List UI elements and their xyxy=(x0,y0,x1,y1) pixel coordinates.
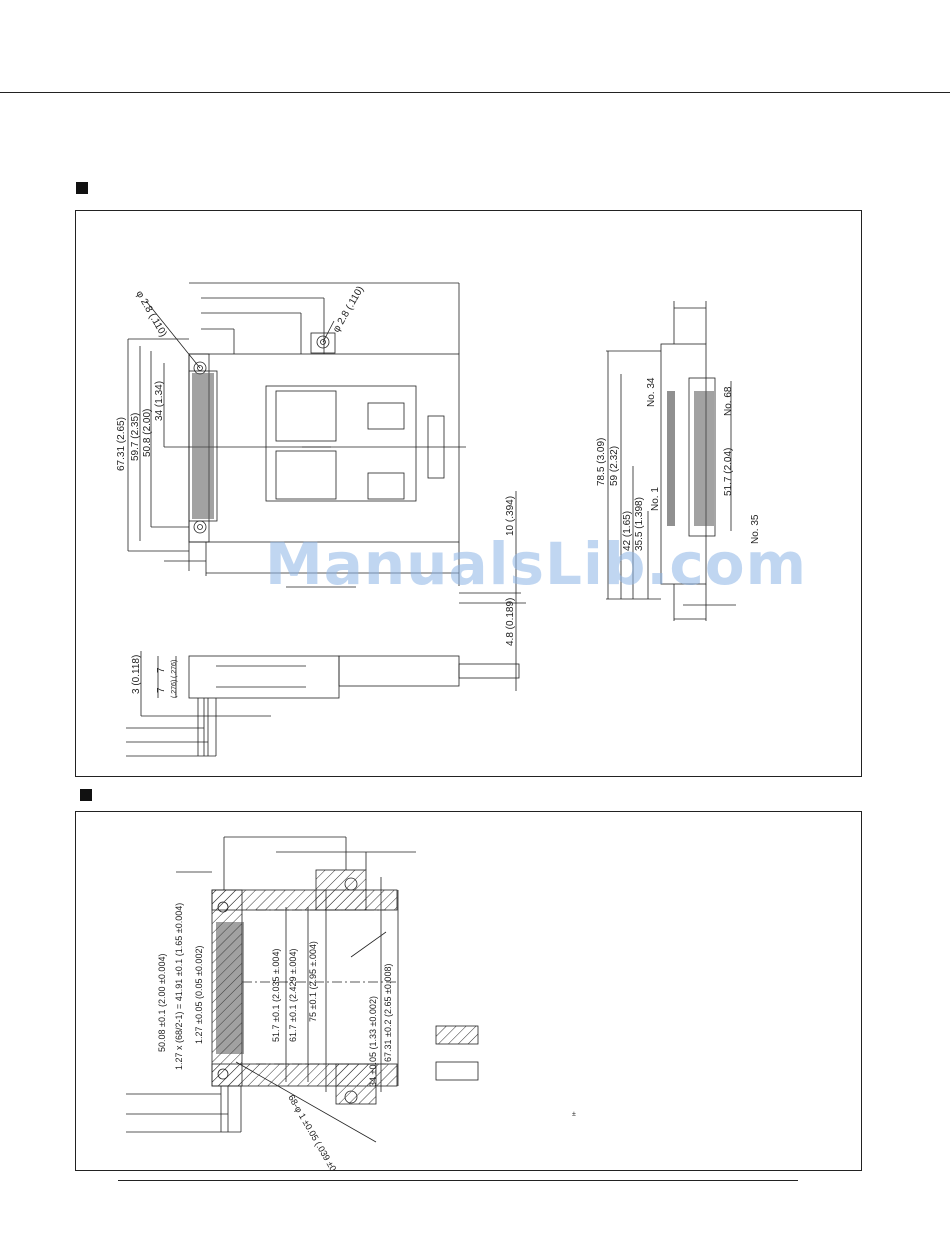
dim-78-5: 78.5 (3.09) xyxy=(596,438,607,486)
dim-67-31: 67.31 (2.65) xyxy=(116,417,127,471)
dimensions-panel: 67.31 (2.65) 59.7 (2.35) 50.8 (2.00) 34 … xyxy=(75,210,862,777)
dim-276-b: (.276) xyxy=(171,680,178,698)
pcb-layout-panel: 50.08 ±0.1 (2.00 ±0.004) 1.27 x (68/2-1)… xyxy=(75,811,862,1191)
hole-dim-right: φ 2.8 (.110) xyxy=(331,285,366,335)
dim-75-pcb: 75 ±0.1 (2.95 ±.004) xyxy=(308,941,318,1022)
dim-61-7-pcb: 61.7 ±0.1 (2.429 ±.004) xyxy=(288,949,298,1042)
dim-10: 10 (.394) xyxy=(505,496,516,536)
dim-7-a: 7 xyxy=(156,667,167,673)
header-rule xyxy=(0,92,950,93)
plus-minus-note: ± xyxy=(572,1111,576,1118)
dim-34: 34 (1.34) xyxy=(154,381,165,421)
dim-67-31-pcb: 67.31 ±0.2 (2.65 ±0.008) xyxy=(383,964,393,1062)
dim-59: 59 (2.32) xyxy=(609,446,620,486)
dim-59-7: 59.7 (2.35) xyxy=(130,413,141,461)
dim-50-08: 50.08 ±0.1 (2.00 ±0.004) xyxy=(157,954,167,1052)
pcb-layout-drawing: 50.08 ±0.1 (2.00 ±0.004) 1.27 x (68/2-1)… xyxy=(126,836,576,1191)
pin-no-1: No. 1 xyxy=(650,487,661,511)
dim-34-pcb: 34 ±0.05 (1.33 ±0.002) xyxy=(368,996,378,1087)
section-marker-1 xyxy=(76,182,88,194)
dim-276-a: (.276) xyxy=(171,660,178,678)
dim-1-27: 1.27 ±0.05 (0.05 ±0.002) xyxy=(194,946,204,1044)
dim-3: 3 (0.118) xyxy=(131,655,142,694)
connector-drawing: 67.31 (2.65) 59.7 (2.35) 50.8 (2.00) 34 … xyxy=(116,282,761,757)
dim-50-8: 50.8 (2.00) xyxy=(142,409,153,457)
dim-35-5: 35.5 (1.398) xyxy=(634,497,645,551)
pin-no-35: No. 35 xyxy=(750,514,761,544)
pin-no-68: No. 68 xyxy=(723,386,734,416)
watermark: ManualsLib.com xyxy=(265,530,808,598)
dim-41-91: 1.27 x (68/2-1) = 41.91 ±0.1 (1.65 ±0.00… xyxy=(174,903,184,1070)
footer-rule xyxy=(118,1180,798,1181)
pin-no-34: No. 34 xyxy=(646,377,657,407)
hole-dim-left: φ 2.8 (.110) xyxy=(133,289,168,339)
dim-51-7: 51.7 (2.04) xyxy=(723,448,734,496)
dim-68-holes: 68-φ 1 ±0.05 (.039 ±0.002) xyxy=(286,1093,348,1170)
dim-4-8: 4.8 (0.189) xyxy=(505,598,516,646)
dim-51-7-pcb: 51.7 ±0.1 (2.035 ±.004) xyxy=(271,949,281,1042)
dim-42: 42 (1.65) xyxy=(622,511,633,551)
section-marker-2 xyxy=(80,789,92,801)
dim-7-b: 7 xyxy=(156,687,167,693)
